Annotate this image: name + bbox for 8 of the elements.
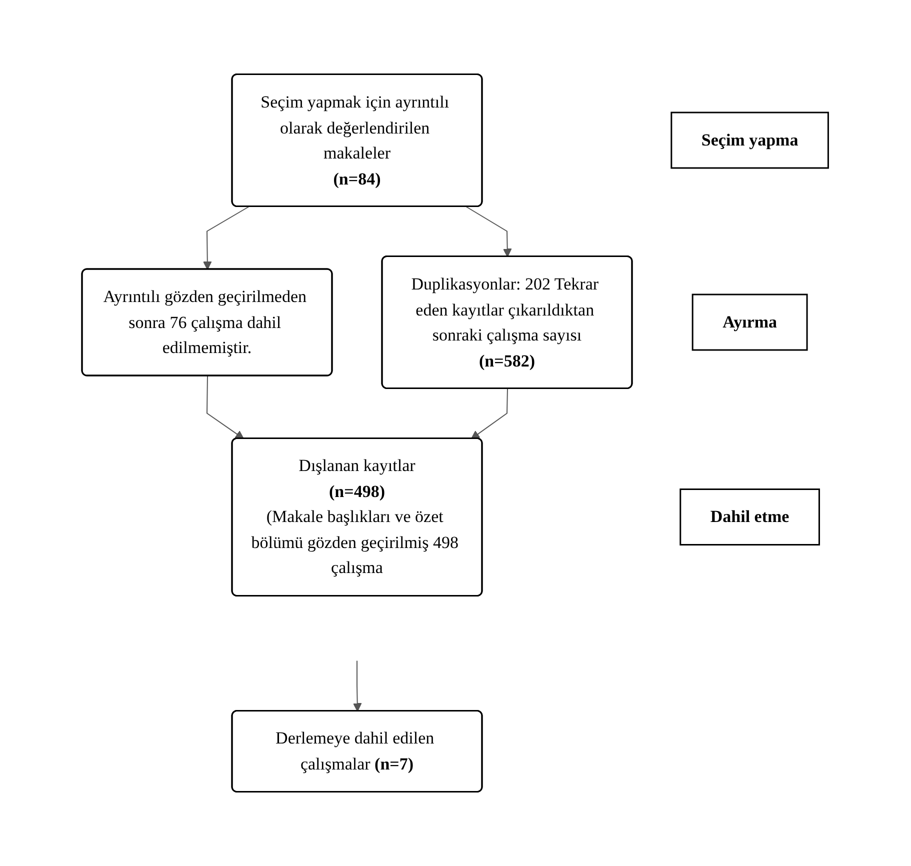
node-box: Seçim yapma [671,112,830,169]
arrow [203,206,250,270]
arrow [466,206,512,258]
node-box: Dahil etme [680,488,820,546]
arrow [206,376,244,440]
node-box: Ayırma [692,294,808,351]
arrow [471,388,508,440]
arrow [353,660,362,712]
